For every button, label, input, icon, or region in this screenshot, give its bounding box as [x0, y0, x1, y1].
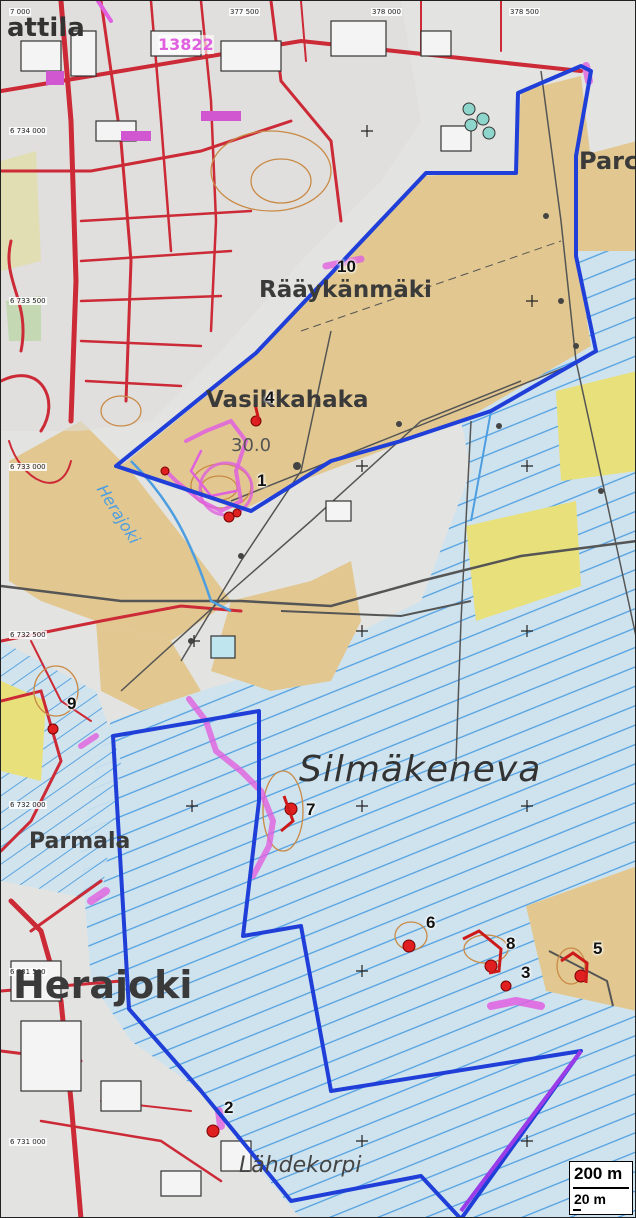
field-mid — [211, 561, 361, 691]
coord-y-5: 6 732 000 — [9, 801, 47, 809]
place-label-lahdekorpi: Lähdekorpi — [239, 1153, 362, 1178]
place-label-parc: Parc — [579, 147, 636, 175]
purple-segment — [459, 1049, 583, 1213]
site-number-8[interactable]: 8 — [506, 934, 516, 953]
place-label-attila: attila — [7, 13, 85, 43]
field-raaykanmaki — [121, 76, 591, 511]
grid-crosses — [186, 125, 538, 1147]
field-yellow-2 — [556, 371, 635, 481]
site-number-3[interactable]: 3 — [521, 963, 531, 982]
track-nodes — [188, 213, 604, 644]
storage-tanks — [462, 102, 496, 140]
scale-sub-label: 20 m — [574, 1191, 606, 1207]
field-yellow-4 — [1, 681, 46, 781]
field-se — [526, 866, 635, 1011]
scale-main-label: 200 m — [574, 1164, 623, 1183]
site-number-9[interactable]: 9 — [67, 694, 77, 713]
purple-buildings — [46, 71, 241, 141]
coord-y-2: 6 733 500 — [9, 297, 47, 305]
site-number-7[interactable]: 7 — [306, 800, 316, 819]
boundary-north — [114, 64, 598, 513]
place-label-raaykanmaki: Rääykänmäki — [259, 277, 432, 303]
coord-x-4: 378 500 — [509, 8, 540, 16]
site-number-2[interactable]: 2 — [224, 1098, 234, 1117]
site-number-1[interactable]: 1 — [257, 471, 267, 490]
coord-y-1: 6 734 000 — [9, 127, 47, 135]
place-label-vasikkahaka: Vasikkahaka — [206, 387, 369, 413]
site-outlines — [253, 403, 589, 984]
urban-north — [1, 1, 421, 431]
field-ne — [561, 141, 635, 251]
site-number-10[interactable]: 10 — [337, 257, 356, 276]
coord-y-3: 6 733 000 — [9, 463, 47, 471]
scale-bar: 200 m 20 m — [569, 1161, 633, 1215]
place-label-herajoki: Herajoki — [13, 963, 193, 1007]
coord-y-6: 6 731 500 — [9, 968, 47, 976]
site-number-6[interactable]: 6 — [426, 913, 436, 932]
coord-y-7: 6 731 000 — [9, 1138, 47, 1146]
place-label-parmala: Parmala — [29, 829, 131, 854]
coord-x-1: 7 000 — [9, 8, 32, 16]
elevation-label: 30.0 — [231, 435, 272, 456]
scale-sub-bar — [573, 1209, 581, 1211]
site-number-5[interactable]: 5 — [593, 939, 603, 958]
coord-x-3: 378 000 — [371, 8, 402, 16]
coord-y-4: 6 732 500 — [9, 631, 47, 639]
road-number-label: 13822 — [158, 35, 214, 54]
place-label-silmakeneva: Silmäkeneva — [299, 749, 542, 790]
buildings — [10, 20, 472, 1197]
site-number-4[interactable]: 4 — [265, 388, 275, 407]
field-yellow-1 — [466, 501, 581, 621]
scale-main-bar — [573, 1187, 629, 1189]
coord-x-2: 377 500 — [229, 8, 260, 16]
